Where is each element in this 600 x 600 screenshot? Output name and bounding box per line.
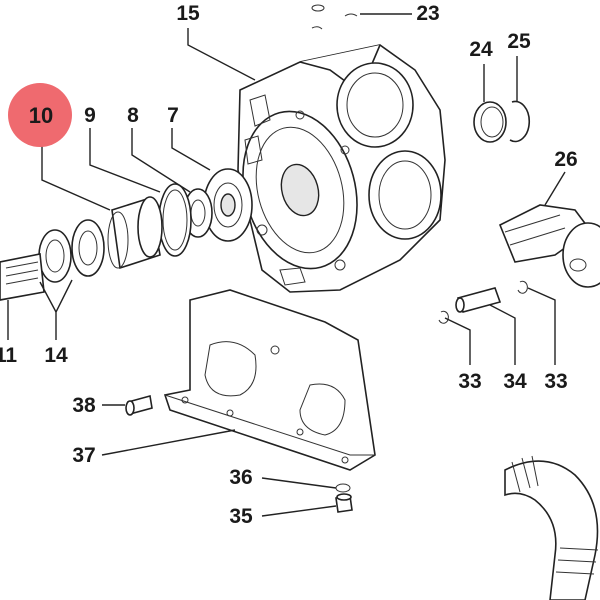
- plug-part-35: [335, 493, 353, 513]
- seal-housing-part-10: [107, 196, 163, 270]
- callout-37: 37: [72, 444, 95, 467]
- bolt-part-38: [125, 394, 153, 416]
- leader-35: [261, 505, 337, 517]
- mounting-bracket-part-37: [163, 289, 376, 471]
- leader-33a: [444, 317, 471, 365]
- leader-8: [131, 128, 191, 193]
- leader-lines: [7, 13, 566, 517]
- ring-part-24: [473, 101, 507, 143]
- callout-26: 26: [554, 148, 577, 171]
- shaft-part-11: [0, 253, 45, 301]
- callout-33-right: 33: [544, 370, 567, 393]
- leader-14a: [55, 279, 73, 340]
- snap-ring-part-25: [509, 100, 531, 143]
- callout-14: 14: [44, 344, 68, 367]
- washer-part-36: [335, 483, 351, 493]
- callout-7: 7: [167, 104, 179, 127]
- bearing-part-7: [203, 168, 253, 242]
- elbow-fitting-part: [504, 455, 599, 600]
- leader-33b: [527, 287, 556, 365]
- callout-9: 9: [84, 104, 96, 127]
- leader-9: [89, 128, 161, 193]
- pin-clip-part-33-right: [517, 280, 528, 294]
- callout-11: 11: [0, 344, 17, 367]
- wrist-pin-part-34: [455, 287, 502, 313]
- clip-part-23: [311, 4, 358, 30]
- callout-25: 25: [507, 30, 531, 53]
- leader-14b: [39, 281, 57, 313]
- pin-clip-part-33-left: [438, 310, 449, 324]
- leader-37: [101, 429, 236, 456]
- callout-24: 24: [469, 38, 493, 61]
- leader-7: [171, 128, 211, 171]
- leader-26: [544, 171, 566, 206]
- callout-23: 23: [416, 2, 439, 25]
- connecting-rod-part-26: [498, 204, 600, 288]
- ring-part-9: [158, 183, 192, 257]
- callout-38: 38: [72, 394, 96, 417]
- callout-15: 15: [176, 2, 200, 25]
- callout-34: 34: [503, 370, 527, 393]
- leader-15: [187, 28, 256, 81]
- bearing-part-14: [38, 219, 105, 283]
- callout-8: 8: [127, 104, 139, 127]
- callout-35: 35: [229, 505, 253, 528]
- leader-10: [41, 140, 111, 211]
- pump-body-part: [237, 44, 446, 293]
- callout-36: 36: [229, 466, 252, 489]
- highlight-circle: [8, 83, 72, 147]
- callout-33-left: 33: [458, 370, 481, 393]
- leader-34: [489, 304, 516, 365]
- leader-36: [261, 477, 337, 489]
- callout-10: 10: [29, 103, 53, 128]
